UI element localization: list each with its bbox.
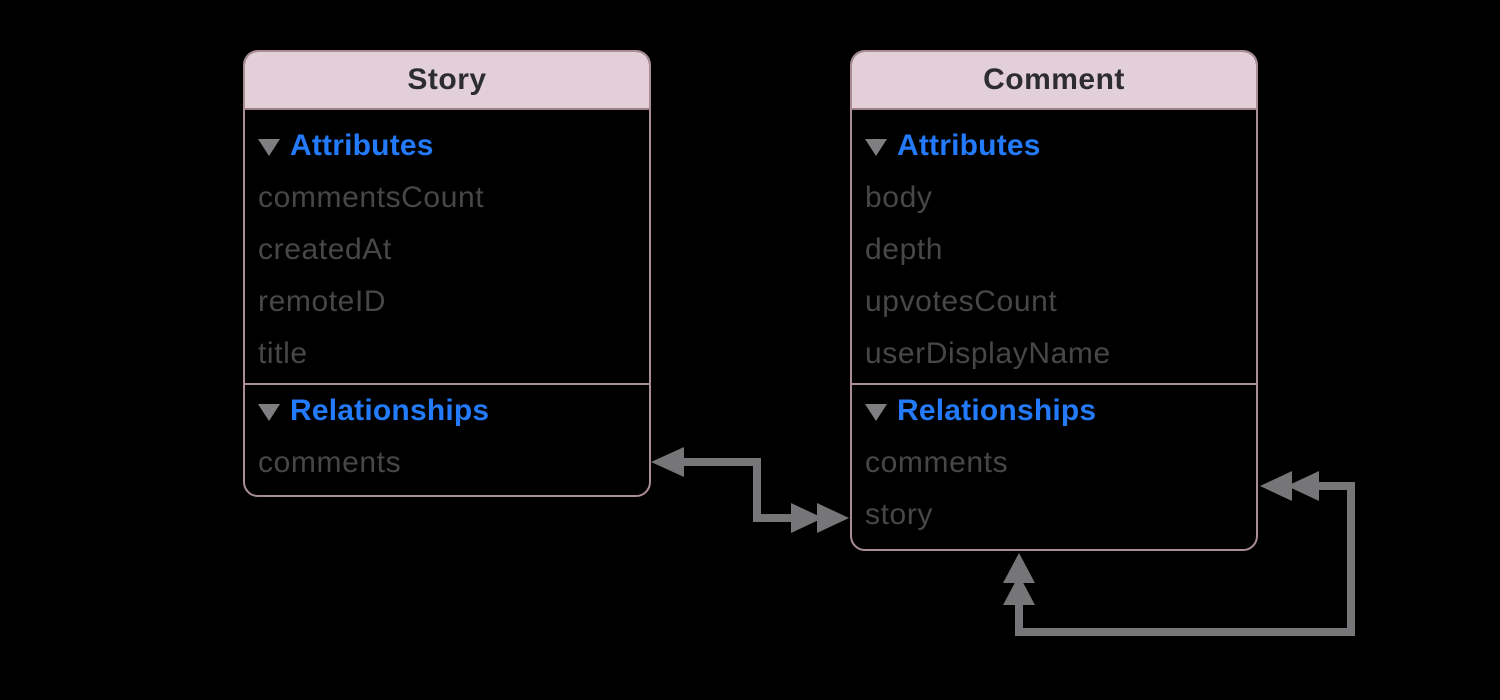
relationship-name: comments bbox=[258, 446, 402, 479]
attribute-row[interactable]: depth bbox=[852, 224, 1256, 276]
relationships-section-header[interactable]: Relationships bbox=[852, 385, 1256, 437]
relationship-name: comments bbox=[865, 446, 1009, 479]
attributes-section-header[interactable]: Attributes bbox=[852, 120, 1256, 172]
disclosure-triangle-icon[interactable] bbox=[865, 404, 887, 421]
attribute-name: createdAt bbox=[258, 233, 392, 266]
attribute-row[interactable]: createdAt bbox=[245, 224, 649, 276]
relationship-row[interactable]: comments bbox=[245, 437, 649, 489]
entity-title[interactable]: Story bbox=[245, 52, 649, 110]
disclosure-triangle-icon[interactable] bbox=[865, 139, 887, 156]
attribute-name: commentsCount bbox=[258, 181, 485, 214]
entity-body: Attributes body depth upvotesCount userD… bbox=[852, 110, 1256, 541]
attribute-row[interactable]: upvotesCount bbox=[852, 276, 1256, 328]
attributes-section-header[interactable]: Attributes bbox=[245, 120, 649, 172]
section-divider bbox=[852, 383, 1256, 385]
attribute-row[interactable]: body bbox=[852, 172, 1256, 224]
relationships-section-header[interactable]: Relationships bbox=[245, 385, 649, 437]
attribute-row[interactable]: userDisplayName bbox=[852, 328, 1256, 380]
attributes-section-label: Attributes bbox=[290, 129, 434, 162]
relationship-name: story bbox=[865, 498, 934, 531]
attributes-section-label: Attributes bbox=[897, 129, 1041, 162]
entity-title[interactable]: Comment bbox=[852, 52, 1256, 110]
attribute-row[interactable]: remoteID bbox=[245, 276, 649, 328]
relationships-section-label: Relationships bbox=[897, 394, 1097, 427]
relationship-arrow-story-comment[interactable] bbox=[651, 447, 849, 533]
attribute-name: body bbox=[865, 181, 933, 214]
attribute-name: title bbox=[258, 337, 308, 370]
relationship-row[interactable]: comments bbox=[852, 437, 1256, 489]
disclosure-triangle-icon[interactable] bbox=[258, 139, 280, 156]
attribute-name: userDisplayName bbox=[865, 337, 1111, 370]
entity-card-comment[interactable]: Comment Attributes body depth upvotesCou… bbox=[850, 50, 1258, 551]
entity-card-story[interactable]: Story Attributes commentsCount createdAt… bbox=[243, 50, 651, 497]
entity-body: Attributes commentsCount createdAt remot… bbox=[245, 110, 649, 489]
attribute-name: remoteID bbox=[258, 285, 387, 318]
attribute-row[interactable]: title bbox=[245, 328, 649, 380]
relationship-row[interactable]: story bbox=[852, 489, 1256, 541]
attribute-name: depth bbox=[865, 233, 944, 266]
disclosure-triangle-icon[interactable] bbox=[258, 404, 280, 421]
section-divider bbox=[245, 383, 649, 385]
attribute-name: upvotesCount bbox=[865, 285, 1058, 318]
attribute-row[interactable]: commentsCount bbox=[245, 172, 649, 224]
relationships-section-label: Relationships bbox=[290, 394, 490, 427]
